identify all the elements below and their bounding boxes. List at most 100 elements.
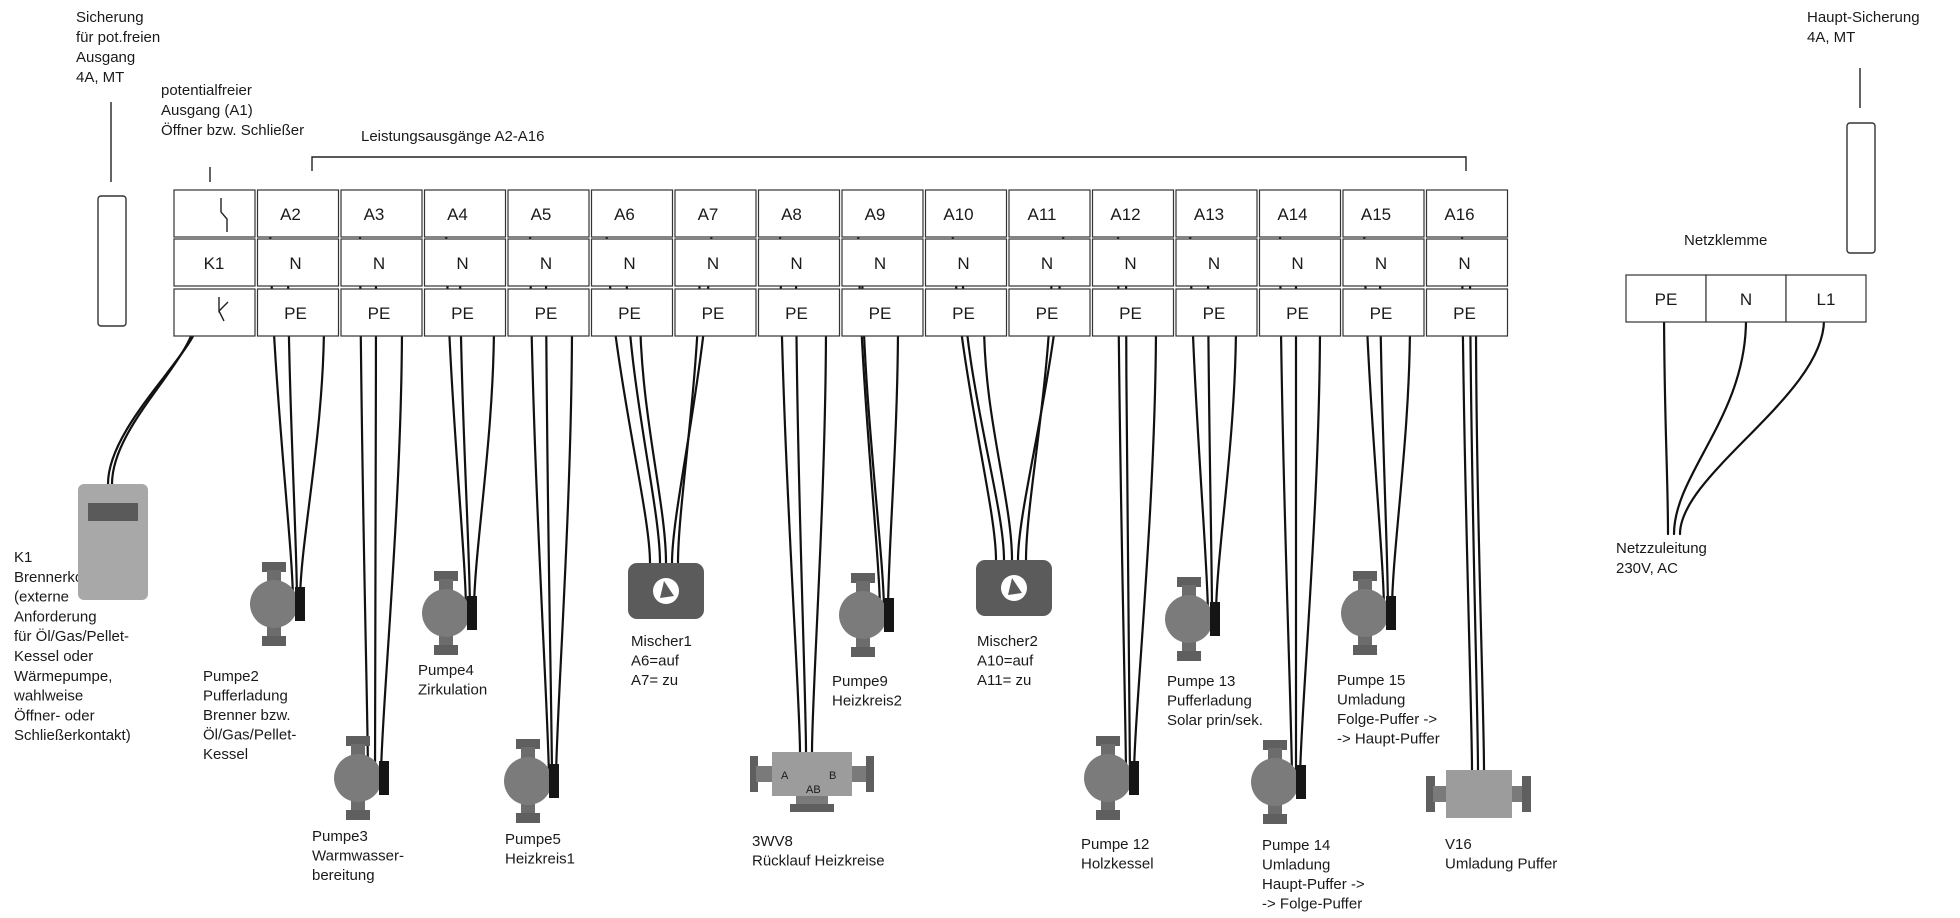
- terminal-label-pe: PE: [1119, 304, 1142, 323]
- pumpe3-label-line: Warmwasser-: [312, 848, 404, 865]
- pumpe14-label-line: Umladung: [1262, 857, 1330, 874]
- pumpe2-label-line: Öl/Gas/Pellet-: [203, 726, 296, 744]
- v16-label-line: V16: [1445, 836, 1472, 853]
- wire: [794, 252, 808, 754]
- terminal-cell-a11: [1008, 189, 1091, 238]
- terminal-label-n: N: [874, 254, 886, 273]
- mischer2-label-line: Mischer2: [977, 633, 1038, 650]
- terminal-cell-pe: [590, 288, 674, 337]
- netzzuleitung-label-line: Netzzuleitung: [1616, 540, 1707, 557]
- terminal-cell-a6: [590, 189, 674, 238]
- switch-symbol-icon: [220, 198, 228, 232]
- pump-13-icon: [1165, 577, 1220, 661]
- wire: [1132, 320, 1158, 778]
- terminal-cell-a7: [674, 189, 757, 238]
- pumpe12-label-line: Pumpe 12: [1081, 836, 1149, 853]
- netzklemme-label: Netzklemme: [1684, 232, 1767, 249]
- pumpe2-label-line: Pufferladung: [203, 688, 288, 705]
- terminal-cell-n: [674, 238, 757, 287]
- wire: [554, 320, 574, 782]
- pump-4-icon: [422, 571, 477, 655]
- wire: [110, 314, 198, 486]
- k1-description-line: wahlweise: [13, 688, 83, 705]
- pump-12-icon: [1084, 736, 1139, 820]
- terminal-label-pe: PE: [1036, 304, 1059, 323]
- terminal-cell-a1-top: [173, 189, 256, 238]
- terminal-cell-a12: [1091, 189, 1175, 238]
- wire: [1124, 252, 1132, 778]
- terminal-cell-a5: [507, 189, 590, 238]
- wire: [1298, 320, 1322, 782]
- wire: [982, 320, 1014, 562]
- k1-description-line: (externe: [14, 589, 69, 606]
- outputs-bracket: [311, 156, 1467, 171]
- terminal-cell-pe: [507, 288, 590, 337]
- terminal-cell-pe: [1258, 288, 1342, 337]
- valve-port-label: A: [781, 770, 789, 782]
- pumpe15-label-line: Pumpe 15: [1337, 672, 1405, 689]
- pumpe13-label-line: Solar prin/sek.: [1167, 712, 1263, 729]
- terminal-cell-a2: [256, 189, 340, 238]
- pumpe12-label-line: Holzkessel: [1081, 856, 1154, 873]
- terminal-label-n: N: [1458, 254, 1470, 273]
- pot-output-label-line: Öffner bzw. Schließer: [161, 121, 304, 139]
- terminal-cell-n: [1091, 238, 1175, 287]
- terminal-label-pe: PE: [785, 304, 808, 323]
- terminal-label-pe: PE: [368, 304, 391, 323]
- terminal-label-a12: A12: [1110, 205, 1140, 224]
- terminal-cell-pe: [924, 288, 1008, 337]
- fuse-pot-label-line: Sicherung: [76, 9, 144, 26]
- fuse-pot: [97, 195, 127, 327]
- terminal-cell-a14: [1258, 189, 1342, 238]
- mixer-2-icon: [976, 560, 1052, 616]
- terminal-label-n: N: [373, 254, 385, 273]
- terminal-label-pe: PE: [1203, 304, 1226, 323]
- terminal-cell-a3: [340, 189, 423, 238]
- wire: [472, 320, 496, 613]
- wire: [1468, 252, 1480, 772]
- k1-description-line: Anforderung: [14, 608, 97, 625]
- mains-cell-n: [1705, 274, 1787, 323]
- terminal-label-a15: A15: [1361, 205, 1391, 224]
- mains-cell-pe: [1625, 274, 1707, 323]
- wire: [106, 314, 202, 486]
- wire: [544, 252, 554, 782]
- pump-9-icon: [839, 573, 894, 657]
- terminal-cell-pe: [1008, 288, 1091, 337]
- wire: [1672, 318, 1748, 536]
- terminal-label-pe: PE: [702, 304, 725, 323]
- k1-description-line: Öffner- oder: [14, 706, 95, 724]
- main-fuse-label-line: 4A, MT: [1807, 29, 1855, 46]
- pumpe12-label: Pumpe 12 Holzkessel: [1081, 836, 1154, 873]
- terminal-label-pe: PE: [618, 304, 641, 323]
- mains-label-pe: PE: [1655, 290, 1678, 309]
- mischer2-label-line: A10=auf: [977, 653, 1034, 670]
- terminal-label-n: N: [790, 254, 802, 273]
- mains-cell-l1: [1785, 274, 1867, 323]
- wire: [373, 252, 378, 778]
- terminal-cell-a1-bottom: [173, 288, 256, 337]
- pump-2-icon: [250, 562, 305, 646]
- terminal-cell-pe: [256, 288, 340, 337]
- terminal-label-n: N: [540, 254, 552, 273]
- terminal-cell-a4: [423, 189, 507, 238]
- wire: [1474, 314, 1486, 772]
- wire: [1678, 318, 1826, 536]
- netzklemme-label-line: Netzklemme: [1684, 232, 1767, 249]
- terminal-cell-pe: [1425, 288, 1509, 337]
- pumpe5-label-line: Pumpe5: [505, 831, 561, 848]
- pumpe13-label-line: Pumpe 13: [1167, 673, 1235, 690]
- terminal-cell-pe: [423, 288, 507, 337]
- terminal-cell-n: [1008, 238, 1091, 287]
- terminal-label-pe: PE: [1370, 304, 1393, 323]
